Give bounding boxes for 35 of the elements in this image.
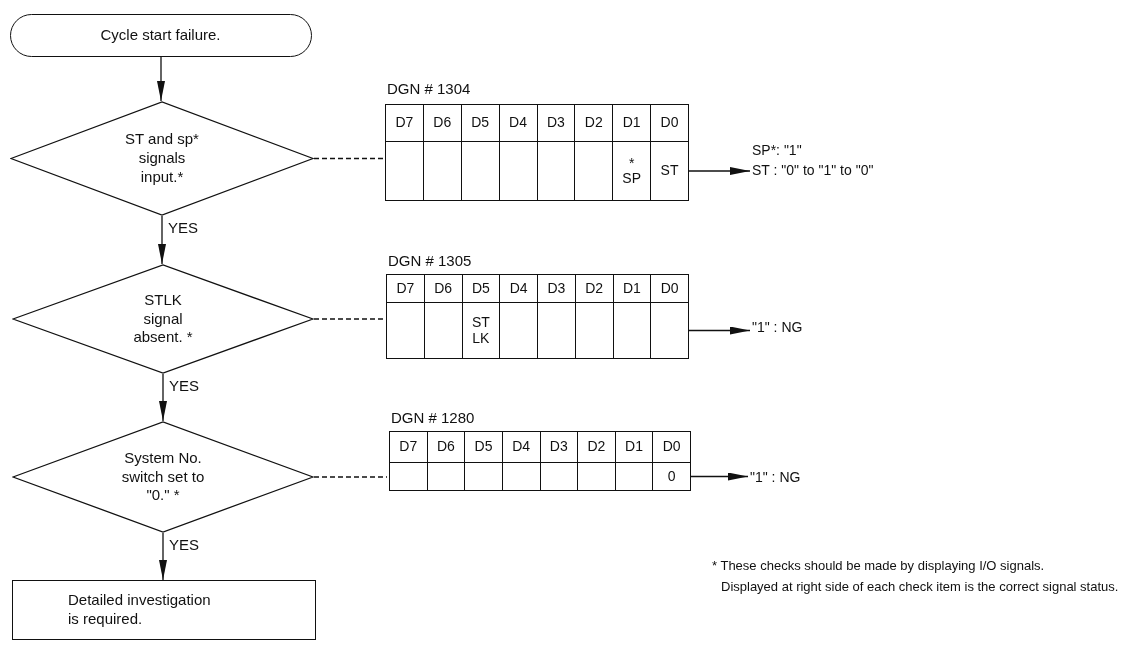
table-heading: DGN # 1305 (388, 252, 472, 269)
arrow (159, 532, 167, 581)
arrow (689, 472, 749, 481)
empty-table-cell (386, 302, 425, 359)
table-cell: D7 (386, 274, 425, 303)
table-cell: D0 (652, 431, 691, 463)
arrow (159, 373, 167, 422)
table-cell: ST (650, 141, 689, 201)
arrow (687, 326, 751, 335)
footnote: Displayed at right side of each check item is the correct signal status. (721, 579, 1119, 594)
connector-line (313, 318, 385, 320)
signal-status-text: SP*: "1" ST : "0" to "1" to "0" (752, 140, 982, 186)
signal-status-text: "1" : NG (752, 317, 842, 337)
arrow (687, 167, 751, 175)
table-cell: D7 (389, 431, 428, 463)
connector-line (313, 157, 384, 160)
table-heading: DGN # 1280 (391, 409, 475, 426)
signal-status-text: "1" : NG (750, 467, 840, 487)
footnote: * These checks should be made by displaying I/O signals. (712, 558, 1045, 573)
arrow (158, 215, 166, 265)
decision-diamond: STLK signal absent. * (12, 264, 314, 374)
decision-diamond: System No. switch set to "0." * (12, 421, 314, 533)
table-cell: D7 (385, 104, 424, 142)
empty-table-cell (389, 462, 428, 491)
table-cell: 0 (652, 462, 691, 491)
empty-table-cell (385, 141, 424, 201)
start-terminal: Cycle start failure. (10, 14, 312, 57)
connector-line (313, 476, 388, 478)
decision-diamond: ST and sp* signals input.* (10, 101, 314, 216)
arrow (157, 56, 165, 102)
table-cell: D0 (650, 274, 689, 303)
table-cell: D0 (650, 104, 689, 142)
process-box: Detailed investigation is required. (12, 580, 316, 640)
empty-table-cell (650, 302, 689, 359)
table-heading: DGN # 1304 (387, 80, 471, 97)
